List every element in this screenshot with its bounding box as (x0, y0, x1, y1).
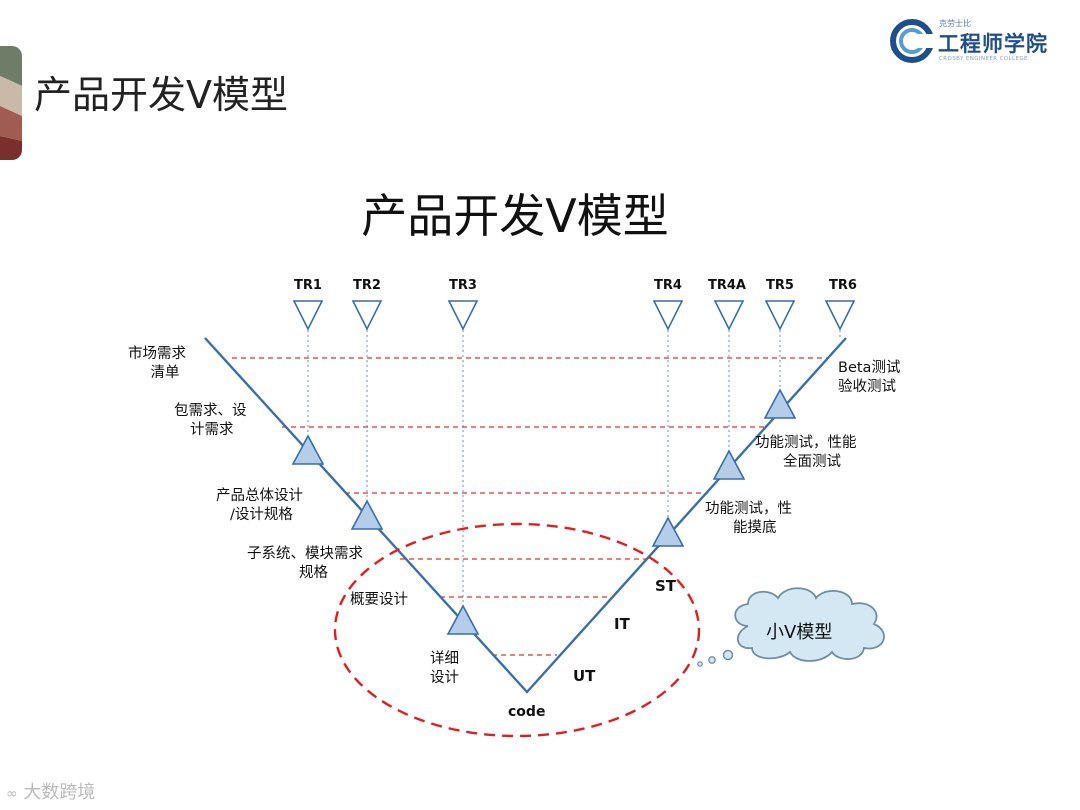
tr-label: TR4 (654, 278, 682, 293)
tr-label: TR1 (294, 278, 322, 293)
tr-label: TR4A (708, 278, 746, 293)
tr4a-marker (713, 300, 745, 331)
watermark: ∞ 大数跨境 (6, 778, 95, 804)
right-stage-label: 功能测试，性能摸底 (705, 501, 792, 536)
ut-label: UT (573, 667, 596, 685)
tr2-marker (351, 300, 383, 331)
tr-guides (307, 330, 841, 610)
tr-label: TR5 (766, 278, 794, 293)
tr3-marker (447, 300, 479, 331)
left-stage-label: 概要设计 (350, 592, 408, 608)
it-label: IT (614, 615, 630, 633)
watermark-text: 大数跨境 (23, 782, 96, 803)
watermark-logo-icon: ∞ (6, 786, 18, 802)
tr1-point (291, 434, 325, 465)
right-stage-label: 功能测试，性能全面测试 (755, 435, 857, 470)
left-stage-label: 包需求、设计需求 (174, 403, 247, 438)
tr4-marker (652, 300, 684, 331)
tr-label: TR2 (353, 278, 381, 293)
tr4a-point (712, 449, 746, 480)
tr-label: TR3 (449, 278, 477, 293)
logo-ring-icon (890, 19, 938, 63)
stage-links (232, 357, 828, 656)
tr1-marker (292, 300, 324, 331)
code-label: code (508, 704, 546, 720)
tr4-point (651, 516, 685, 547)
right-stage-label: Beta测试验收测试 (838, 360, 901, 395)
left-stage-label: 产品总体设计/设计规格 (216, 488, 303, 523)
logo-subtitle: 克劳士比 (939, 19, 971, 28)
cloud-label: 小V模型 (766, 622, 833, 643)
small-v-ellipse (333, 522, 701, 738)
st-label: ST (655, 577, 677, 595)
diagram-title: 产品开发V模型 (361, 189, 669, 243)
logo-english: CROSBY ENGINEER COLLEGE (939, 56, 1028, 62)
cloud-callout (697, 587, 885, 667)
college-logo: 克劳士比 工程师学院 CROSBY ENGINEER COLLEGE (888, 12, 1058, 70)
left-stage-label: 子系统、模块需求规格 (247, 546, 363, 581)
tr5-point (763, 388, 797, 419)
corner-decoration (0, 46, 22, 160)
review-points (291, 388, 797, 635)
page-title: 产品开发V模型 (34, 73, 288, 117)
tr-label: TR6 (829, 278, 857, 293)
logo-name: 工程师学院 (938, 32, 1048, 56)
tr-markers (292, 300, 856, 331)
tr3-point (446, 604, 480, 635)
tr6-marker (824, 300, 856, 331)
left-stage-label: 市场需求清单 (128, 346, 186, 381)
tr5-marker (764, 300, 796, 331)
tr2-point (350, 499, 384, 530)
left-stage-label: 详细设计 (430, 651, 459, 686)
